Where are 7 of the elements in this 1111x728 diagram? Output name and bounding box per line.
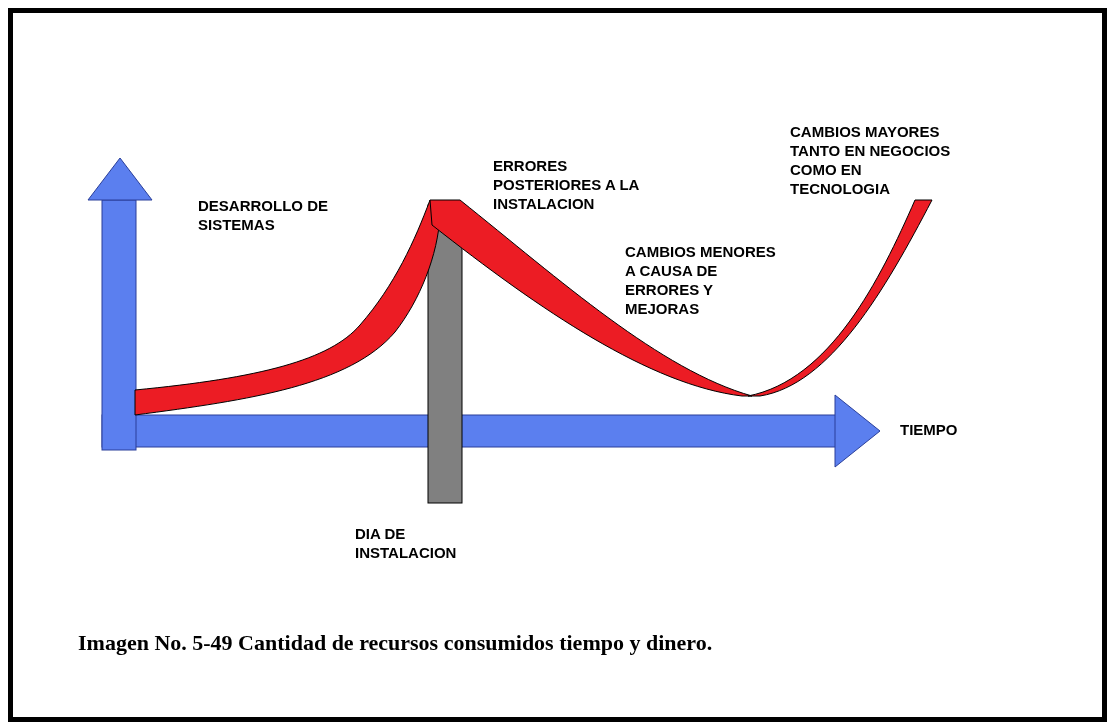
annotation-text: TIEMPO <box>900 420 959 439</box>
annotation-text: ERRORES POSTERIORES A LA INSTALACION <box>493 156 640 213</box>
caption: Imagen No. 5-49 Cantidad de recursos consumidos tiempo y dinero. <box>78 630 713 656</box>
annotation-text: DIA DE INSTALACION <box>355 524 458 562</box>
annotation-text: DESARROLLO DE SISTEMAS <box>198 196 329 234</box>
annotation-text: CAMBIOS MAYORES TANTO EN NEGOCIOS COMO EN TECNOLOGIA <box>790 122 952 198</box>
annotation-text: CAMBIOS MENORES A CAUSA DE ERRORES Y MEJORAS <box>625 242 777 318</box>
